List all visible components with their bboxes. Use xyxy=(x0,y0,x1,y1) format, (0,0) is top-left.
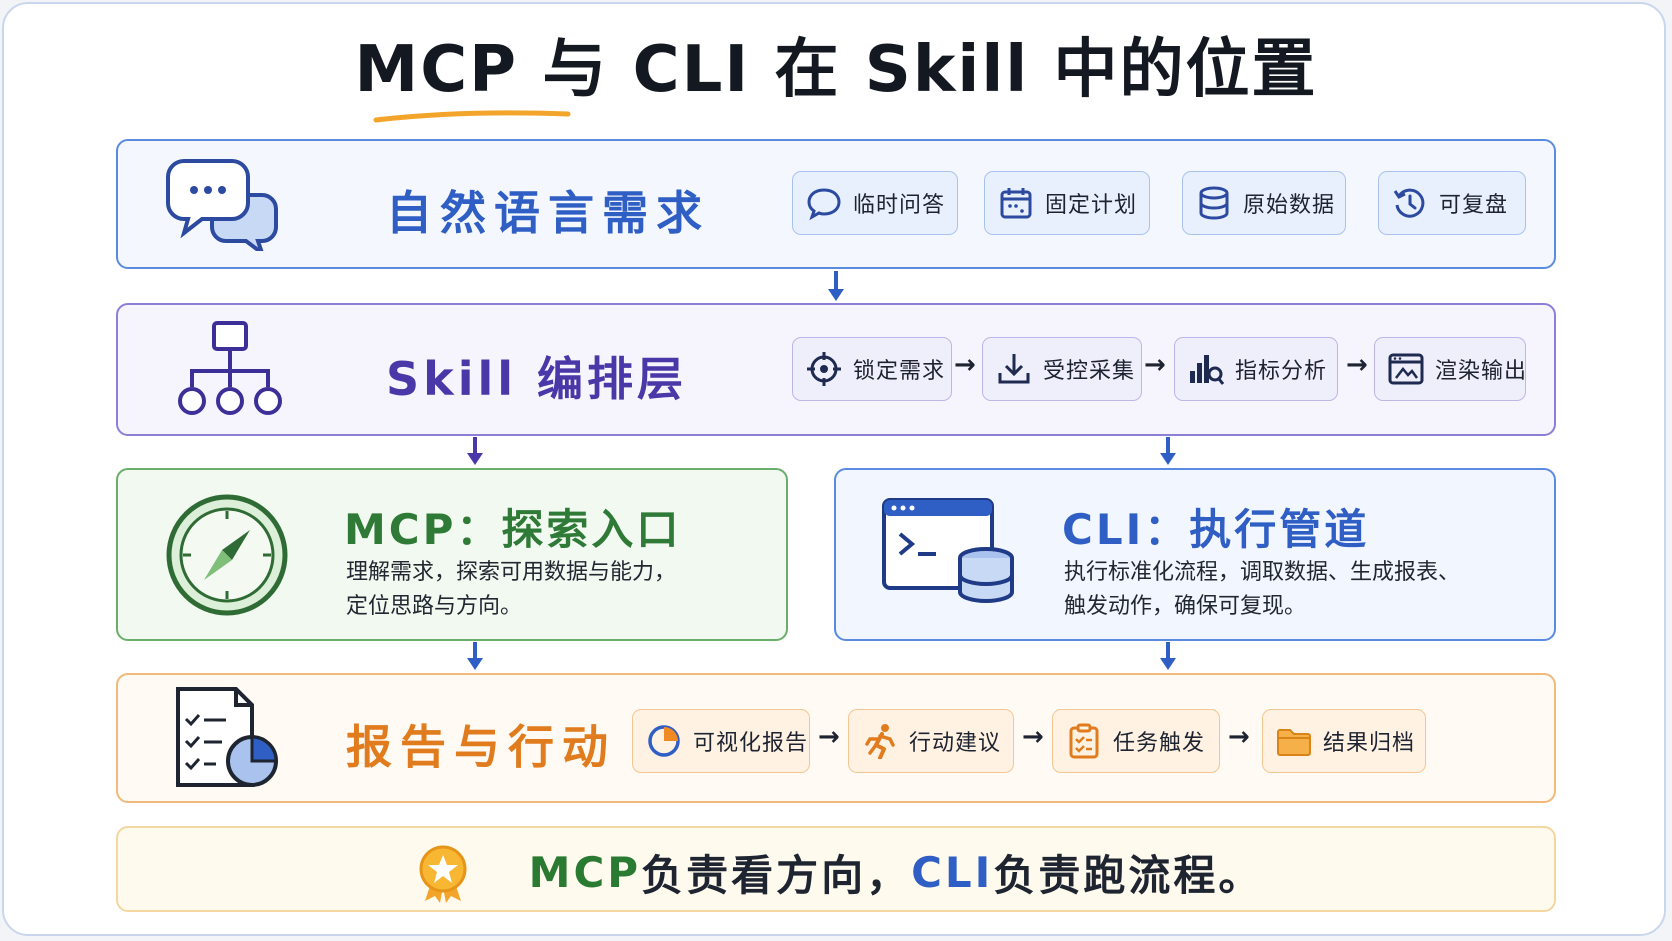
step-arrow: → xyxy=(1346,350,1368,380)
summary-mcp: MCP xyxy=(528,848,642,897)
step-render-output: 渲染输出 xyxy=(1374,337,1526,401)
target-icon xyxy=(805,350,843,388)
step-action-suggestion: 行动建议 xyxy=(848,709,1014,773)
step-result-archive: 结果归档 xyxy=(1262,709,1426,773)
database-icon xyxy=(1195,184,1233,222)
step-arrow: → xyxy=(818,722,840,752)
step-label: 可视化报告 xyxy=(693,731,809,756)
skill-layer-label: Skill 编排层 xyxy=(386,352,688,406)
cli-description: 执行标准化流程，调取数据、生成报表、 触发动作，确保可复现。 xyxy=(1064,556,1460,624)
chip-label: 固定计划 xyxy=(1045,193,1138,218)
step-visual-report: 可视化报告 xyxy=(632,709,810,773)
step-metric-analysis: 指标分析 xyxy=(1174,337,1338,401)
step-label: 结果归档 xyxy=(1323,731,1416,756)
pie-report-icon xyxy=(645,722,683,760)
speech-bubble-icon xyxy=(805,184,843,222)
mcp-exploration-box: MCP：探索入口 理解需求，探索可用数据与能力， 定位思路与方向。 xyxy=(116,468,788,641)
summary-cli: CLI xyxy=(911,848,994,897)
chip-fixed-plan: 固定计划 xyxy=(984,171,1150,235)
chip-label: 临时问答 xyxy=(853,193,946,218)
chat-bubbles-icon xyxy=(166,159,278,251)
clipboard-check-icon xyxy=(1065,722,1103,760)
step-label: 指标分析 xyxy=(1235,359,1328,384)
mcp-title: MCP：探索入口 xyxy=(344,505,682,554)
report-action-band: 报告与行动 可视化报告 → 行动建议 → 任务触发 → 结果归档 xyxy=(116,673,1556,803)
skill-orchestration-band: Skill 编排层 锁定需求 → 受控采集 → 指标分析 → 渲染输出 xyxy=(116,303,1556,436)
step-task-trigger: 任务触发 xyxy=(1052,709,1220,773)
history-icon xyxy=(1391,184,1429,222)
step-lock-requirement: 锁定需求 xyxy=(792,337,952,401)
step-label: 渲染输出 xyxy=(1435,359,1528,384)
calendar-icon xyxy=(997,184,1035,222)
cli-desc-line: 触发动作，确保可复现。 xyxy=(1064,594,1307,619)
summary-band: MCP 负责看方向，CLI 负责跑流程。 xyxy=(116,826,1556,912)
medal-star-icon xyxy=(419,845,467,903)
render-window-icon xyxy=(1387,350,1425,388)
step-arrow: → xyxy=(1228,722,1250,752)
step-label: 锁定需求 xyxy=(853,359,946,384)
hierarchy-icon xyxy=(178,321,282,415)
step-arrow: → xyxy=(954,350,976,380)
flow-arrow-down xyxy=(828,271,844,301)
page-title: MCP 与 CLI 在 Skill 中的位置 xyxy=(354,33,1318,107)
mcp-desc-line: 定位思路与方向。 xyxy=(346,594,523,619)
step-label: 行动建议 xyxy=(909,731,1002,756)
chip-ad-hoc-qa: 临时问答 xyxy=(792,171,958,235)
chip-reviewable: 可复盘 xyxy=(1378,171,1526,235)
flow-arrow-down xyxy=(467,437,483,465)
natural-language-band: 自然语言需求 临时问答 固定计划 原始数据 可复盘 xyxy=(116,139,1556,269)
chip-raw-data: 原始数据 xyxy=(1182,171,1346,235)
cli-desc-line: 执行标准化流程，调取数据、生成报表、 xyxy=(1064,560,1461,585)
compass-icon xyxy=(166,494,288,616)
running-person-icon xyxy=(861,722,899,760)
terminal-database-icon xyxy=(882,498,1014,604)
checklist-report-icon xyxy=(176,687,278,787)
summary-text-2: 负责跑流程。 xyxy=(993,851,1264,900)
flow-arrow-down xyxy=(467,642,483,670)
chip-label: 可复盘 xyxy=(1439,193,1509,218)
chip-label: 原始数据 xyxy=(1243,193,1336,218)
title-underline xyxy=(373,110,571,123)
step-label: 任务触发 xyxy=(1113,731,1206,756)
folder-icon xyxy=(1275,722,1313,760)
step-arrow: → xyxy=(1022,722,1044,752)
natural-language-label: 自然语言需求 xyxy=(386,186,710,240)
step-label: 受控采集 xyxy=(1043,359,1136,384)
report-action-label: 报告与行动 xyxy=(346,720,616,774)
chart-search-icon xyxy=(1187,350,1225,388)
summary-text-1: 负责看方向， xyxy=(641,851,912,900)
cli-title: CLI：执行管道 xyxy=(1062,505,1370,554)
summary-statement: MCP 负责看方向，CLI 负责跑流程。 xyxy=(118,842,1558,913)
mcp-desc-line: 理解需求，探索可用数据与能力， xyxy=(346,560,677,585)
step-controlled-collect: 受控采集 xyxy=(982,337,1142,401)
step-arrow: → xyxy=(1144,350,1166,380)
cli-execution-box: CLI：执行管道 执行标准化流程，调取数据、生成报表、 触发动作，确保可复现。 xyxy=(834,468,1556,641)
flow-arrow-down xyxy=(1160,642,1176,670)
mcp-description: 理解需求，探索可用数据与能力， 定位思路与方向。 xyxy=(346,556,676,624)
download-icon xyxy=(995,350,1033,388)
flow-arrow-down xyxy=(1160,437,1176,465)
